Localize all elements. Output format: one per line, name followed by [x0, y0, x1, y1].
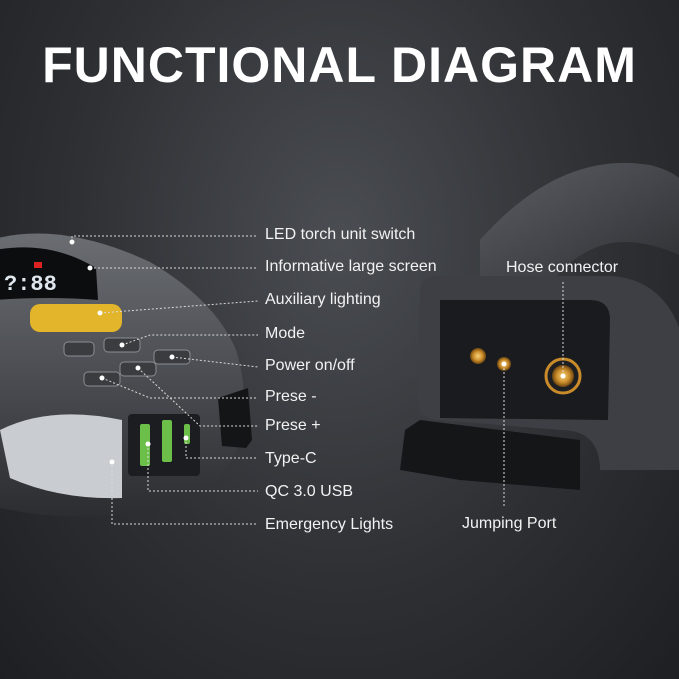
label-jumping-port: Jumping Port	[462, 515, 557, 532]
label-prese-minus: Prese -	[265, 388, 317, 405]
jump-port-1	[470, 348, 486, 364]
label-emergency-lights: Emergency Lights	[265, 516, 394, 533]
label-power: Power on/off	[265, 357, 355, 374]
torch-button	[63, 341, 95, 357]
label-prese-plus: Prese +	[265, 417, 321, 434]
label-hose-connector: Hose connector	[506, 259, 619, 276]
diagram-title: FUNCTIONAL DIAGRAM	[42, 37, 637, 93]
svg-text:?:88: ?:88	[4, 272, 57, 297]
label-informative-screen: Informative large screen	[265, 258, 437, 275]
usb-port-1	[140, 424, 150, 466]
auxiliary-light-bar	[30, 304, 122, 332]
label-auxiliary-lighting: Auxiliary lighting	[265, 291, 381, 308]
emergency-light-panel	[0, 414, 122, 499]
label-type-c: Type-C	[265, 450, 317, 467]
label-qc-usb: QC 3.0 USB	[265, 483, 354, 500]
left-device: ?:88	[0, 233, 252, 517]
right-device	[400, 162, 679, 490]
usb-port-2	[162, 420, 172, 462]
type-c-port	[184, 424, 190, 444]
label-led-torch-switch: LED torch unit switch	[265, 226, 416, 243]
label-mode: Mode	[265, 325, 306, 342]
